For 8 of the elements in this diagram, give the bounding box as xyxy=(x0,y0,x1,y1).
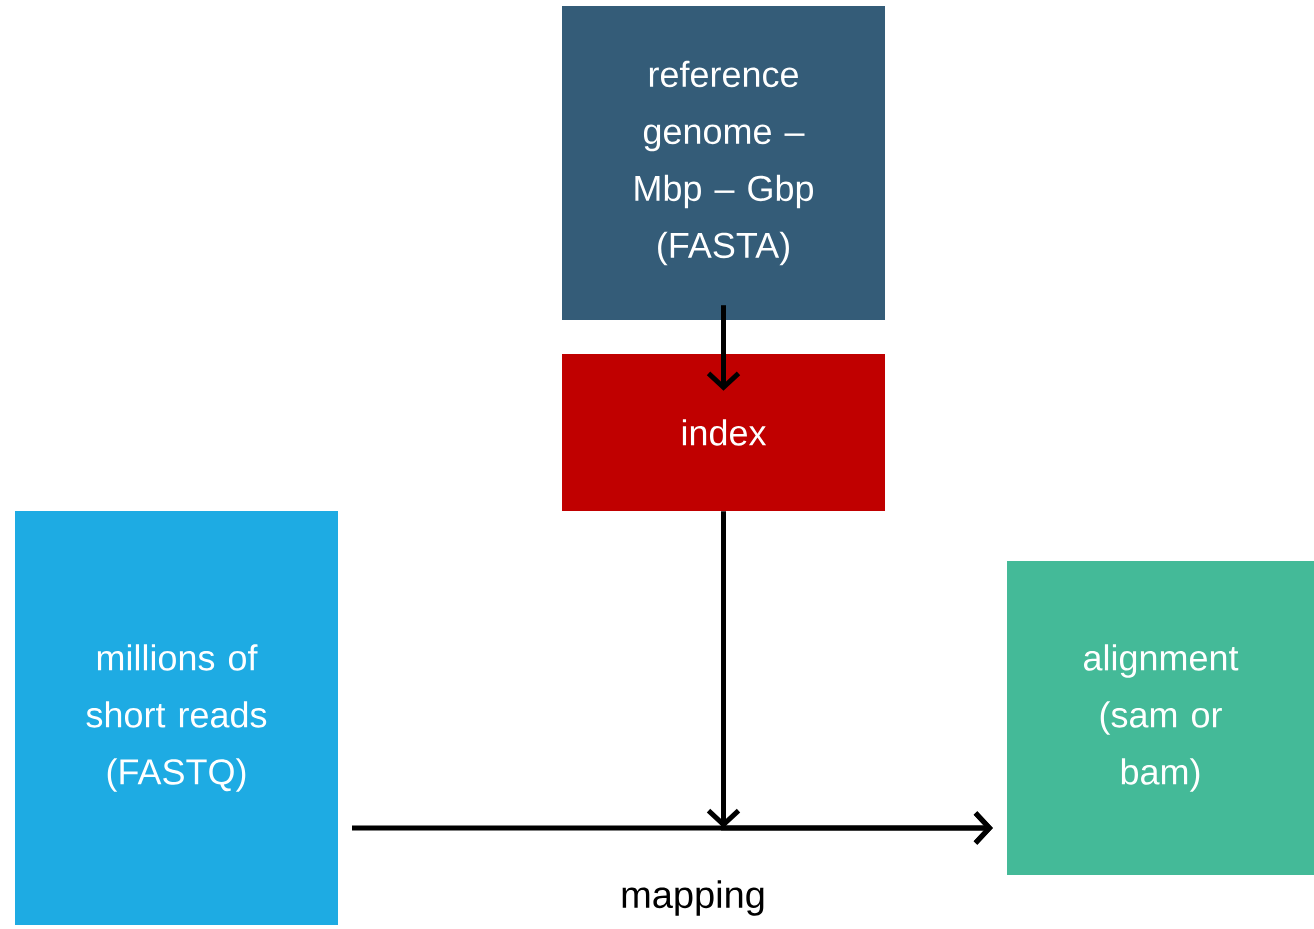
process-box: alignment (sam or bam) xyxy=(1007,561,1314,875)
process-box: reference genome – Mbp – Gbp (FASTA) xyxy=(562,6,885,320)
edge-label: mapping xyxy=(622,880,764,916)
arrow xyxy=(706,305,741,391)
process-box: index xyxy=(562,354,885,511)
arrow xyxy=(352,811,993,845)
process-box: millions of short reads (FASTQ) xyxy=(15,511,338,925)
arrow xyxy=(706,511,993,845)
